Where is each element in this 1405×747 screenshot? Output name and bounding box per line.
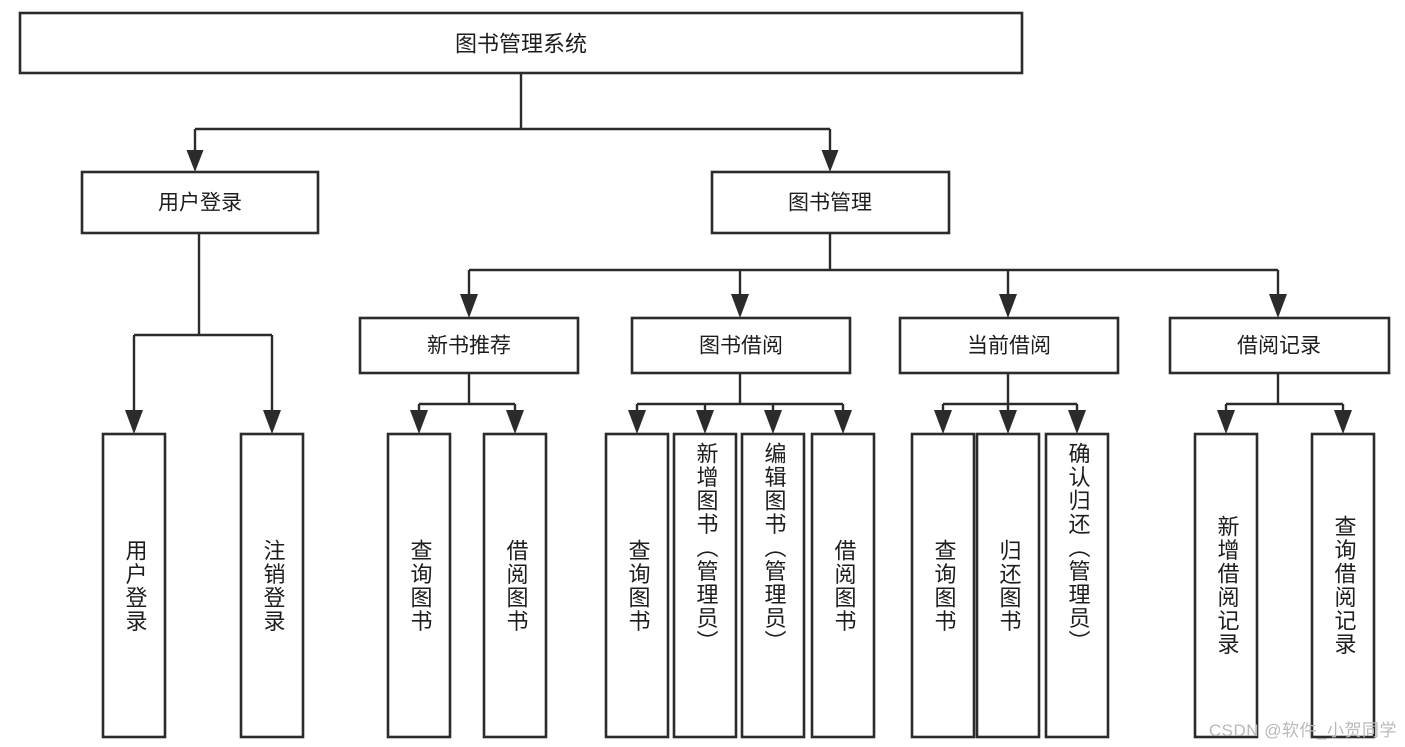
node-current-borrow-label: 当前借阅 <box>967 335 1051 358</box>
node-current-borrow-box[interactable] <box>898 316 1120 375</box>
arrow-head-icon <box>506 410 524 434</box>
leaf-query-book-3-box[interactable] <box>910 432 976 739</box>
arrow-head-icon <box>186 150 204 172</box>
leaf-query-book-2-label: 查询图书 <box>625 538 651 633</box>
arrow-head-icon <box>999 410 1017 434</box>
arrow-head-icon <box>125 410 143 434</box>
leaf-user-login[interactable]: 用户登录 <box>103 434 165 737</box>
leaf-user-login-label: 用户登录 <box>122 538 148 633</box>
arrow-head-icon <box>934 410 952 434</box>
node-user-login[interactable]: 用户登录 <box>80 170 320 235</box>
node-book-manage-box[interactable] <box>710 170 951 235</box>
node-book-manage-label: 图书管理 <box>788 192 872 215</box>
leaf-query-book-1-box[interactable] <box>386 432 452 739</box>
connector-root-to-level2 <box>186 73 839 172</box>
leaf-query-book-1[interactable]: 查询图书 <box>388 434 450 737</box>
leaf-query-record[interactable]: 查询借阅记录 <box>1312 434 1374 737</box>
node-root[interactable]: 图书管理系统 <box>18 11 1024 75</box>
leaf-query-record-box[interactable] <box>1310 432 1376 739</box>
node-user-login-label: 用户登录 <box>158 192 242 215</box>
connector-new-book-recommend-to-leaves <box>410 373 524 434</box>
connector-user-login-to-leaves <box>125 233 281 434</box>
connector-current-borrow-to-leaves <box>934 373 1086 434</box>
arrow-head-icon <box>821 150 839 172</box>
node-book-borrow-box[interactable] <box>630 316 852 375</box>
leaf-confirm-return-label: 确认归还（管理员） <box>1065 442 1091 654</box>
arrow-head-icon <box>628 410 646 434</box>
arrow-head-icon <box>834 410 852 434</box>
leaf-borrow-book-1-box[interactable] <box>482 432 548 739</box>
arrow-head-icon <box>1334 410 1352 434</box>
leaf-edit-book-box[interactable] <box>740 432 806 739</box>
csdn-watermark: CSDN @软件_小贺同学 <box>1208 721 1397 740</box>
node-borrow-record-box[interactable] <box>1168 316 1391 375</box>
node-current-borrow[interactable]: 当前借阅 <box>898 316 1120 375</box>
leaf-query-book-1-label: 查询图书 <box>407 538 433 633</box>
leaf-add-record-box[interactable] <box>1193 432 1259 739</box>
connector-book-borrow-to-leaves <box>628 373 852 434</box>
leaf-add-book-label: 新增图书（管理员） <box>693 442 719 654</box>
leaf-query-book-3-label: 查询图书 <box>931 538 957 633</box>
leaf-edit-book-label: 编辑图书（管理员） <box>761 442 787 654</box>
leaf-borrow-book-2-box[interactable] <box>810 432 876 739</box>
leaf-add-book[interactable]: 新增图书（管理员） <box>674 434 736 737</box>
node-root-label: 图书管理系统 <box>455 32 587 57</box>
connector-book-manage-to-level3 <box>460 233 1287 318</box>
arrow-head-icon <box>731 294 749 318</box>
leaf-return-book-label: 归还图书 <box>996 538 1022 633</box>
arrow-head-icon <box>1269 294 1287 318</box>
node-book-manage[interactable]: 图书管理 <box>710 170 951 235</box>
leaf-logout-login[interactable]: 注销登录 <box>241 434 303 737</box>
leaf-user-login-box[interactable] <box>101 432 167 739</box>
node-root-box[interactable] <box>18 11 1024 75</box>
node-book-borrow-label: 图书借阅 <box>699 335 783 358</box>
leaf-confirm-return[interactable]: 确认归还（管理员） <box>1046 434 1108 737</box>
arrow-head-icon <box>696 410 714 434</box>
connector-borrow-record-to-leaves <box>1217 373 1352 434</box>
leaf-add-book-box[interactable] <box>672 432 738 739</box>
node-book-borrow[interactable]: 图书借阅 <box>630 316 852 375</box>
leaf-confirm-return-box[interactable] <box>1044 432 1110 739</box>
node-user-login-box[interactable] <box>80 170 320 235</box>
arrow-head-icon <box>999 294 1017 318</box>
leaf-borrow-book-2-label: 借阅图书 <box>831 538 857 633</box>
leaf-query-book-2[interactable]: 查询图书 <box>606 434 668 737</box>
leaf-return-book-box[interactable] <box>975 432 1041 739</box>
node-new-book-recommend-box[interactable] <box>358 316 580 375</box>
leaf-add-record-label: 新增借阅记录 <box>1214 515 1240 656</box>
leaf-borrow-book-1-label: 借阅图书 <box>503 538 529 633</box>
node-borrow-record[interactable]: 借阅记录 <box>1168 316 1391 375</box>
leaf-boxes <box>101 432 1376 739</box>
leaf-logout-login-box[interactable] <box>239 432 305 739</box>
arrow-head-icon <box>1068 410 1086 434</box>
leaf-logout-login-label: 注销登录 <box>260 538 286 633</box>
arrow-head-icon <box>263 410 281 434</box>
arrow-head-icon <box>460 294 478 318</box>
node-new-book-recommend-label: 新书推荐 <box>427 335 511 358</box>
leaf-borrow-book-2[interactable]: 借阅图书 <box>812 434 874 737</box>
leaf-borrow-book-1[interactable]: 借阅图书 <box>484 434 546 737</box>
leaf-add-record[interactable]: 新增借阅记录 <box>1195 434 1257 737</box>
arrow-head-icon <box>764 410 782 434</box>
leaf-return-book[interactable]: 归还图书 <box>977 434 1039 737</box>
node-new-book-recommend[interactable]: 新书推荐 <box>358 316 580 375</box>
leaf-query-book-2-box[interactable] <box>604 432 670 739</box>
arrow-head-icon <box>1217 410 1235 434</box>
node-borrow-record-label: 借阅记录 <box>1237 335 1321 358</box>
leaf-edit-book[interactable]: 编辑图书（管理员） <box>742 434 804 737</box>
leaf-query-book-3[interactable]: 查询图书 <box>912 434 974 737</box>
leaf-query-record-label: 查询借阅记录 <box>1331 515 1357 656</box>
arrow-head-icon <box>410 410 428 434</box>
